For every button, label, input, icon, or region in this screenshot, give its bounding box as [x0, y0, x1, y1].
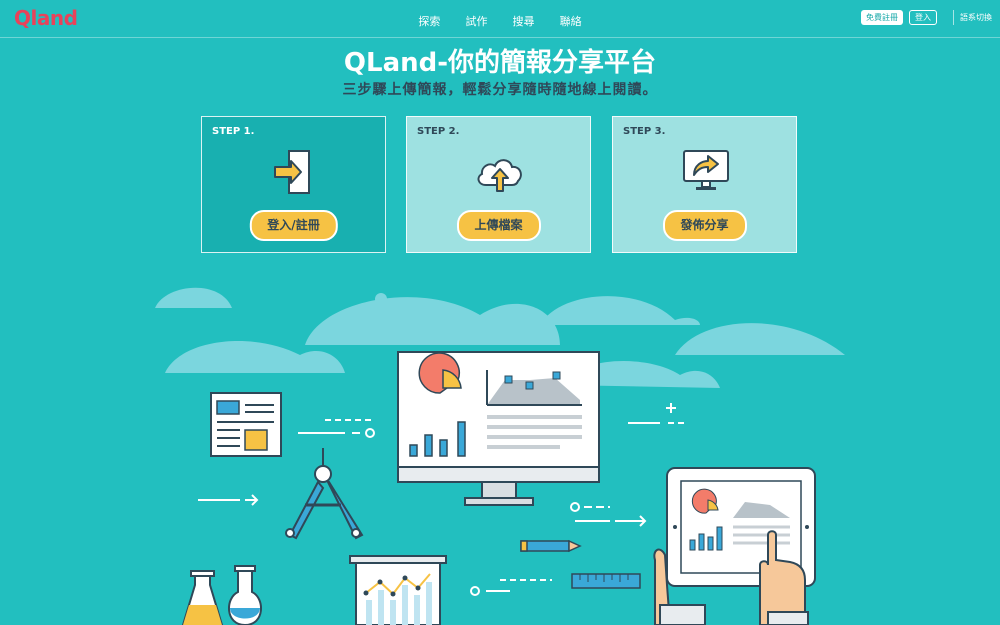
signup-button[interactable]: 免費註冊	[861, 10, 903, 25]
step-1-label: STEP 1.	[212, 126, 255, 137]
login-register-button[interactable]: 登入/註冊	[249, 210, 338, 241]
step-2-label: STEP 2.	[417, 126, 460, 137]
login-button[interactable]: 登入	[909, 10, 937, 25]
upload-file-button[interactable]: 上傳檔案	[456, 210, 541, 241]
step-2-card: STEP 2. 上傳檔案	[406, 116, 591, 253]
language-switch[interactable]: 語系切換	[953, 10, 992, 25]
hero-illustration	[155, 287, 845, 625]
compass-icon	[285, 448, 364, 540]
newspaper-icon	[210, 392, 282, 457]
main-nav: 探索 試作 搜尋 聯絡	[0, 10, 1000, 29]
qland-logo[interactable]: Qland	[14, 6, 78, 30]
step-3-card: STEP 3. 發佈分享	[612, 116, 797, 253]
ruler-icon	[571, 573, 641, 589]
login-icon	[274, 150, 310, 194]
tablet-illustration	[653, 467, 816, 625]
share-monitor-icon	[683, 150, 729, 190]
hero-title: QLand-你的簡報分享平台	[343, 48, 657, 78]
nav-search[interactable]: 搜尋	[512, 15, 535, 28]
easel-chart-illustration	[349, 555, 447, 625]
flask-icon	[181, 565, 262, 625]
decorative-lines	[198, 403, 686, 596]
step-3-label: STEP 3.	[623, 126, 666, 137]
nav-contact[interactable]: 聯絡	[559, 15, 582, 28]
publish-share-button[interactable]: 發佈分享	[662, 210, 747, 241]
clouds	[155, 287, 845, 388]
step-1-card: STEP 1. 登入/註冊	[201, 116, 386, 253]
top-navigation-bar: Qland 探索 試作 搜尋 聯絡 免費註冊 登入 語系切換	[0, 0, 1000, 38]
monitor-illustration	[397, 351, 600, 506]
hero-subtitle: 三步驟上傳簡報，輕鬆分享隨時隨地線上閱讀。	[342, 82, 658, 98]
nav-explore[interactable]: 探索	[418, 15, 441, 28]
nav-try[interactable]: 試作	[465, 15, 488, 28]
pencil-icon	[520, 539, 582, 553]
cloud-upload-icon	[477, 159, 522, 192]
